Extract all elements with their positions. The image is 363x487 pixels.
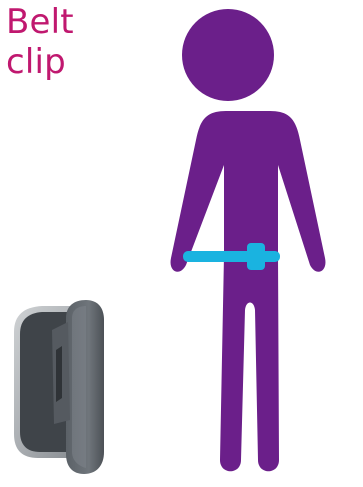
clip-latch-icon — [56, 346, 62, 402]
belt-clip-device — [14, 300, 104, 474]
person-head — [182, 9, 274, 101]
belt-band — [183, 251, 280, 262]
belt-buckle — [247, 243, 265, 270]
person-body — [171, 111, 326, 471]
person-figure — [171, 9, 326, 471]
clip-highlight — [72, 306, 86, 468]
